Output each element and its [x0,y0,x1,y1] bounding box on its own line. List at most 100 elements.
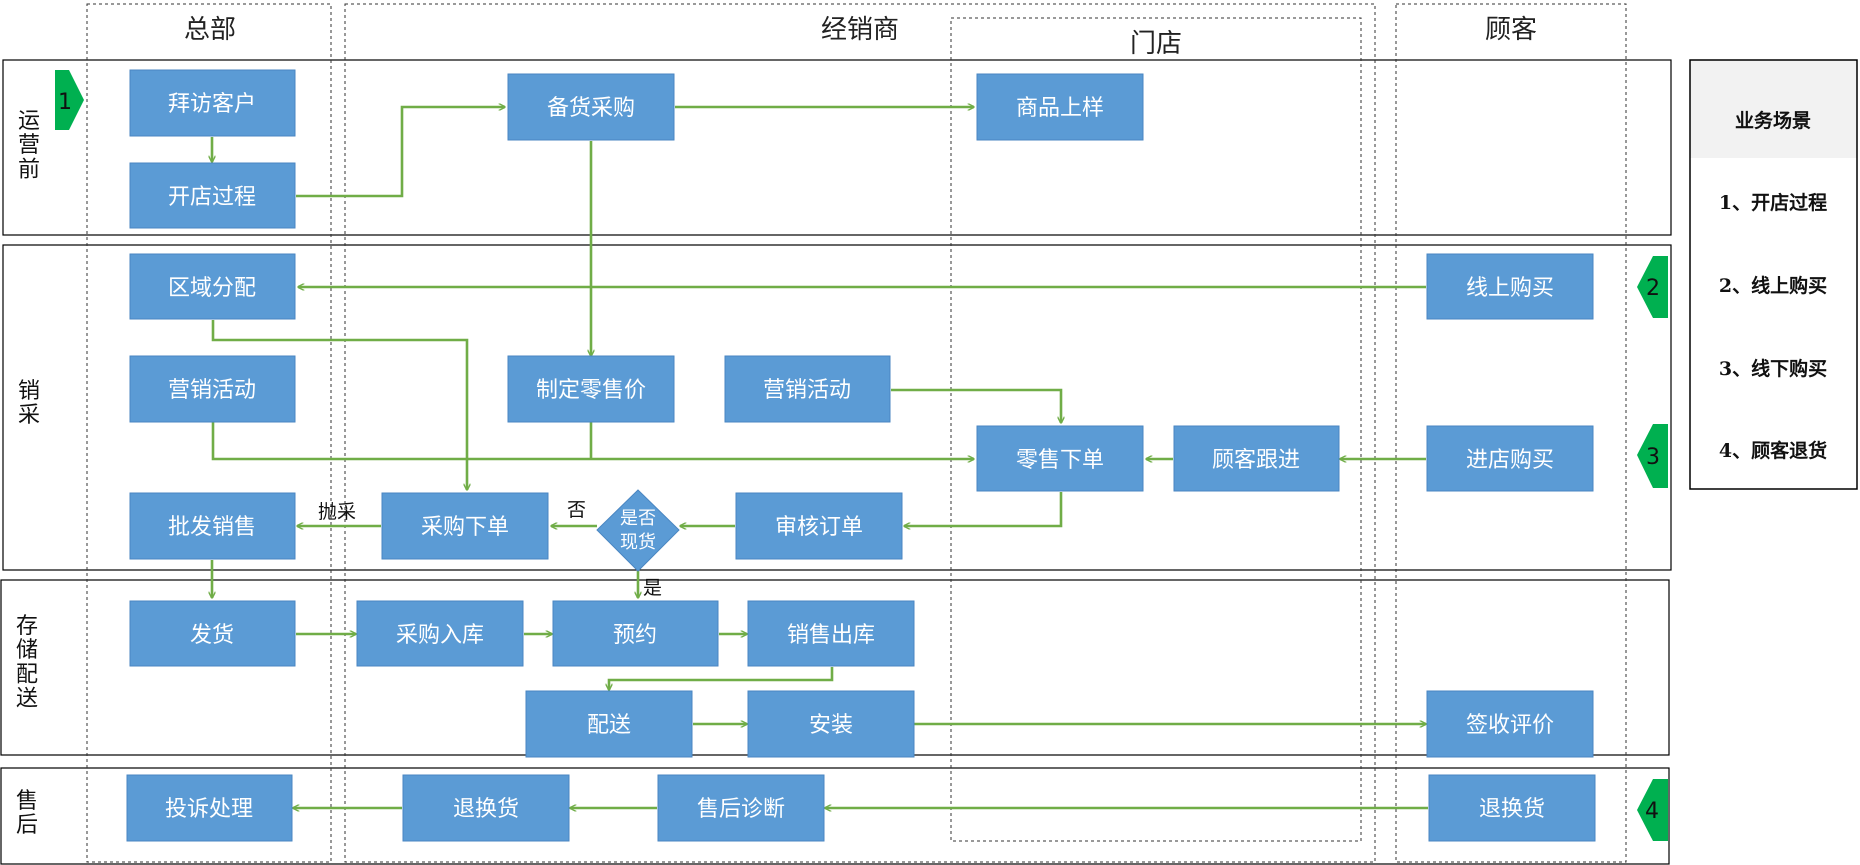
box-stock-purchase[interactable] [507,73,675,141]
legend-panel: 业务场景 1、开店过程 2、线上购买 3、线下购买 4、顾客退货 [1689,59,1858,490]
edge-region-to-purchase-order [211,320,467,490]
marker-2-arrow-icon [1637,256,1668,318]
box-review-order-label: 审核订单 [775,515,863,540]
box-sales-outbound-label: 销售出库 [787,623,875,648]
box-product-listing[interactable] [976,73,1144,141]
box-marketing-dealer-label: 营销活动 [763,378,851,403]
box-complaint-label: 投诉处理 [165,797,253,822]
scenario-markers: 1 2 3 4 [55,70,1668,841]
box-wholesale-label: 批发销售 [168,515,256,540]
box-region-assign-label: 区域分配 [168,276,256,301]
process-boxes: 拜访客户 开店过程 备货采购 商品上样 区域分配 线上购买 营销活动 制定零售价… [126,69,1596,842]
box-marketing-dealer[interactable] [724,355,891,423]
marker-3-label: 3 [1646,445,1660,470]
edge-outbound-to-deliver [609,667,834,690]
box-install-label: 安装 [809,713,853,738]
box-stock-purchase-label: 备货采购 [547,96,635,121]
marker-3-arrow-icon [1637,424,1668,488]
box-exchange-dealer-label: 退换货 [453,797,519,822]
box-exchange-dealer[interactable] [402,774,570,842]
box-complaint[interactable] [126,774,293,842]
box-purchase-order[interactable] [381,492,549,560]
box-ship-label: 发货 [190,623,234,648]
column-header-customer: 顾客 [1485,15,1537,45]
decision-diamond[interactable] [596,489,680,572]
box-visit-customer-label: 拜访客户 [168,92,256,117]
decision-label-line2: 现货 [620,532,656,553]
box-sign-review[interactable] [1426,690,1594,758]
lane-label-pre-operation: 运营前 [18,109,40,182]
box-reserve-label: 预约 [613,623,657,648]
box-wholesale[interactable] [129,492,296,560]
edge-retail-to-review [904,492,1063,526]
box-review-order[interactable] [735,492,903,560]
column-header-dealer: 经销商 [821,15,899,45]
legend-item-4: 4、顾客退货 [1719,439,1827,462]
legend-header-bg [1690,60,1857,158]
edge-label-throw: 抛采 [318,501,356,523]
box-store-opening-label: 开店过程 [168,185,256,210]
marker-4-label: 4 [1645,799,1659,824]
marker-4-arrow-icon [1637,779,1668,841]
box-online-purchase[interactable] [1426,253,1594,320]
box-purchase-inbound-label: 采购入库 [396,623,484,648]
column-frames [86,3,1627,863]
box-customer-followup[interactable] [1173,425,1340,492]
box-instore-purchase-label: 进店购买 [1466,448,1554,473]
box-retail-order-label: 零售下单 [1016,448,1104,473]
box-store-opening[interactable] [129,162,296,229]
column-header-store: 门店 [1130,29,1182,59]
edge-marketing-dealer-to-retail [891,388,1061,423]
box-set-retail-price-label: 制定零售价 [536,378,646,403]
marker-1-label: 1 [58,90,72,115]
legend-item-2: 2、线上购买 [1719,274,1827,297]
connectors [212,107,1428,808]
box-marketing-hq[interactable] [129,355,296,423]
box-ship[interactable] [129,600,296,667]
box-purchase-order-label: 采购下单 [421,515,509,540]
lane-label-after-sales: 售后 [16,789,38,838]
lane-sales [2,244,1672,571]
box-region-assign[interactable] [129,253,296,320]
column-store [950,17,1362,842]
box-diagnosis[interactable] [657,774,825,842]
decision-label-line1: 是否 [620,508,656,529]
edge-label-no: 否 [567,499,586,521]
box-visit-customer[interactable] [129,69,296,137]
marker-2-label: 2 [1646,276,1660,301]
box-customer-followup-label: 顾客跟进 [1212,448,1300,473]
column-customer [1395,3,1627,863]
column-hq [86,3,332,863]
box-sign-review-label: 签收评价 [1466,713,1554,738]
box-purchase-inbound[interactable] [356,600,524,667]
box-install[interactable] [747,690,915,758]
legend-frame [1689,59,1858,490]
box-set-retail-price[interactable] [507,355,675,423]
lane-label-storage: 存储配送 [16,614,38,712]
legend-title: 业务场景 [1735,109,1811,132]
box-diagnosis-label: 售后诊断 [697,797,785,822]
column-dealer [344,3,1376,863]
box-deliver-label: 配送 [587,713,631,738]
legend-item-1: 1、开店过程 [1719,191,1827,214]
marker-1-arrow-icon [55,70,84,130]
edge-marketing-to-retail [211,422,974,459]
box-instore-purchase[interactable] [1426,425,1594,492]
edge-opening-to-stock [296,107,505,198]
box-reserve[interactable] [552,600,719,667]
box-marketing-hq-label: 营销活动 [168,378,256,403]
decision-in-stock[interactable]: 是否 现货 [596,489,680,572]
box-deliver[interactable] [525,690,693,758]
box-sales-outbound[interactable] [747,600,915,667]
box-retail-order[interactable] [976,425,1144,492]
box-exchange-customer[interactable] [1428,774,1596,842]
lane-label-sales: 销采 [18,379,40,428]
lane-after-sales [0,767,1670,865]
legend-item-3: 3、线下购买 [1719,357,1827,380]
edge-label-yes: 是 [643,577,662,599]
box-online-purchase-label: 线上购买 [1466,276,1554,301]
column-header-hq: 总部 [184,15,236,45]
box-exchange-customer-label: 退换货 [1479,797,1545,822]
lane-pre-operation [2,59,1672,236]
